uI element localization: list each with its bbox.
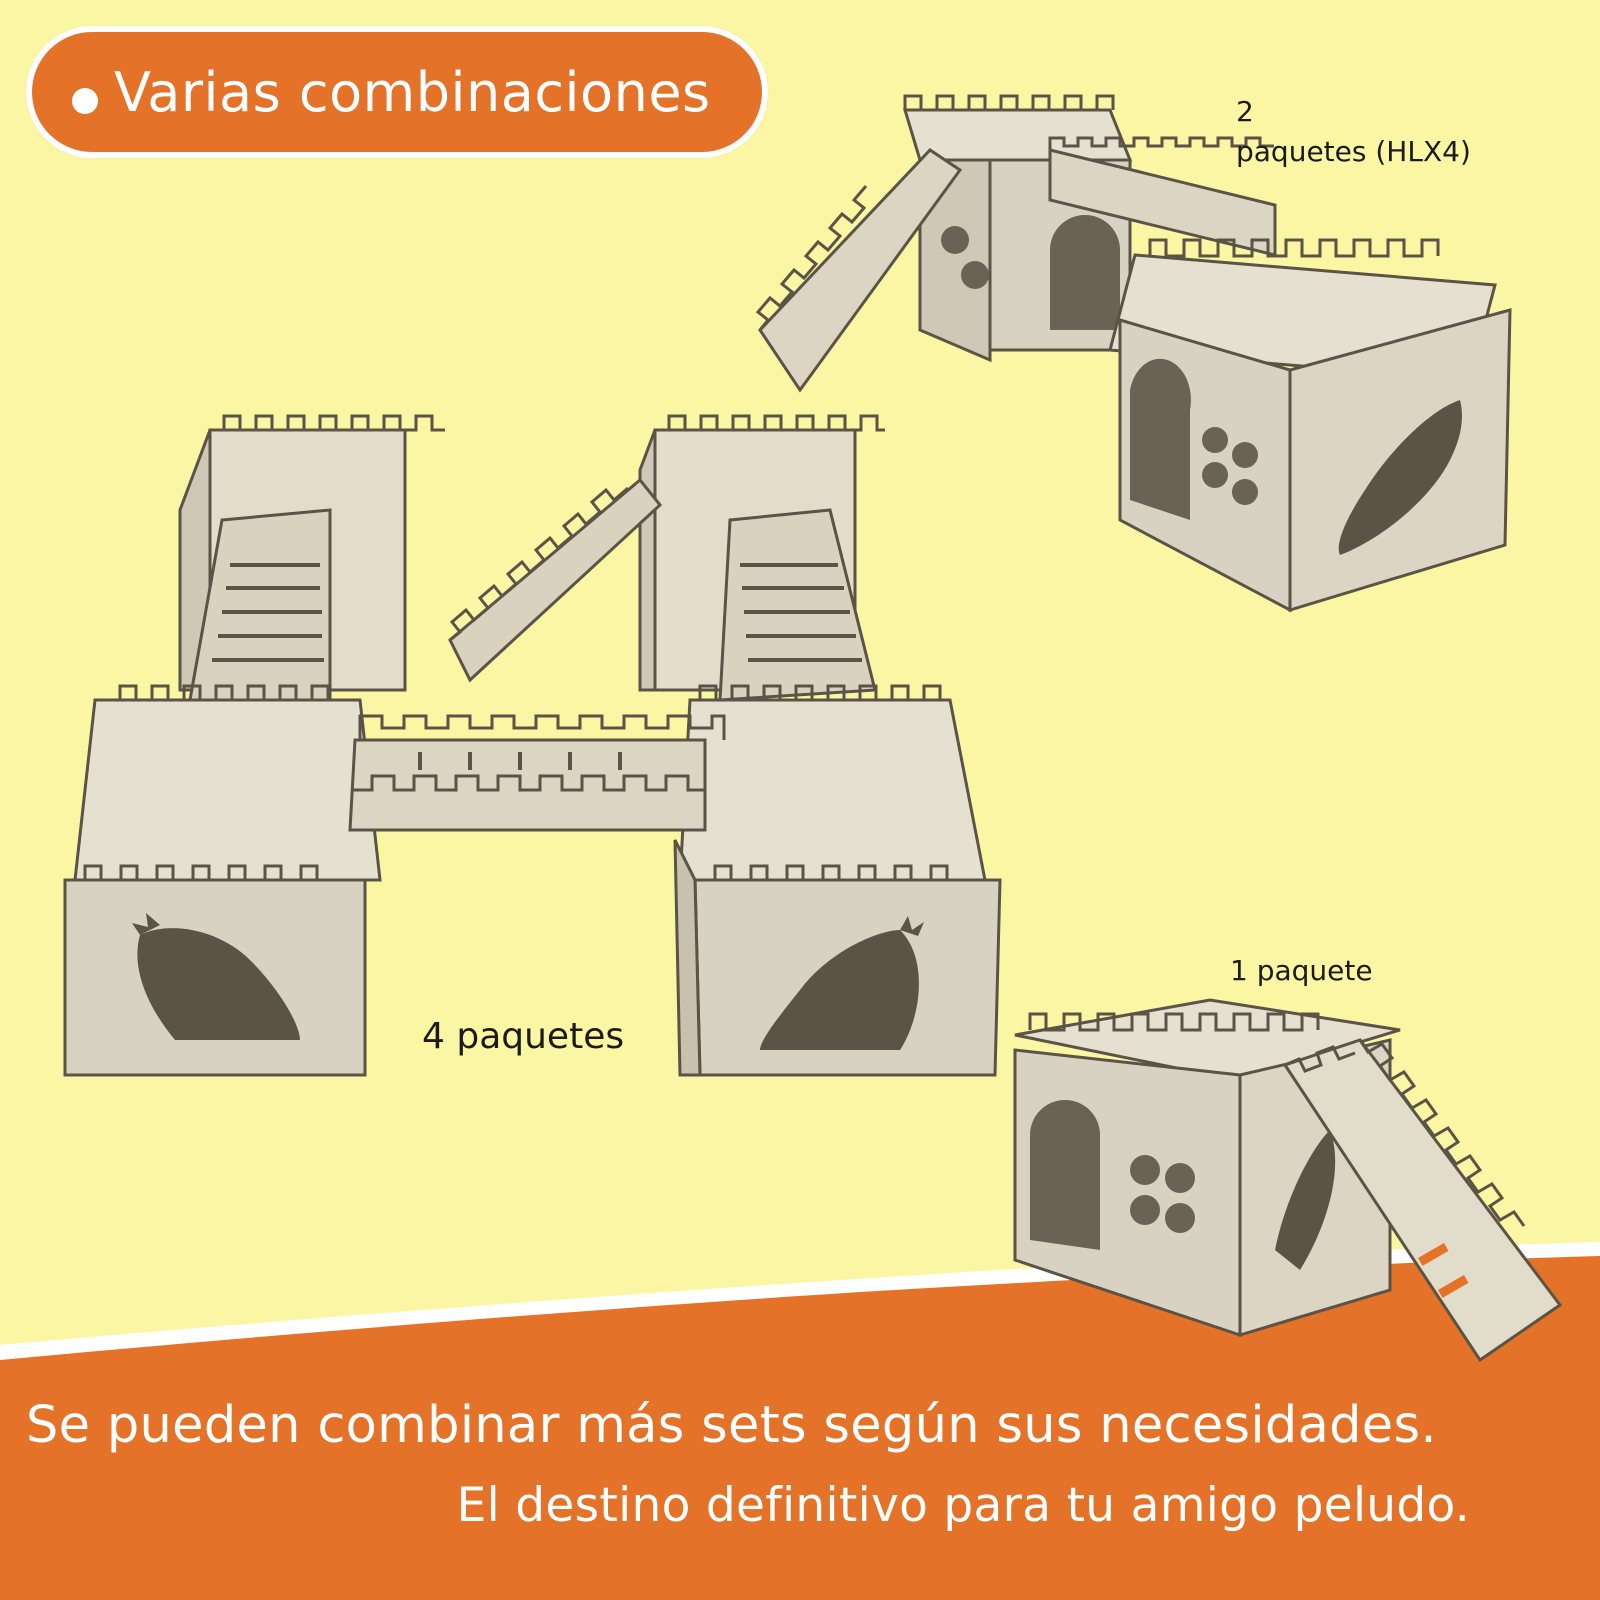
lower-house [1108,238,1512,613]
footer-caption-line1: Se pueden combinar más sets según sus ne… [26,1396,1437,1455]
back-right-house [638,414,885,702]
header-badge-text: Varias combinaciones [114,60,711,124]
two-packs-label: 2 paquetes (HLX4) [1236,92,1536,172]
back-left-house [178,414,445,702]
carrot-cutout [137,928,300,1040]
carrot-cutout [1275,1130,1336,1270]
carrot-cutout [1338,400,1462,555]
carrot-cutout [760,930,919,1050]
ramp-piece [448,477,663,683]
two-packs-text: paquetes (HLX4) [1236,135,1471,168]
single-house [1013,998,1401,1338]
two-packs-count: 2 [1236,95,1254,128]
bridge-piece [348,714,726,832]
header-badge: Varias combinaciones [26,26,768,158]
four-packs-label: 4 paquetes [422,1016,625,1057]
front-left-house [63,684,382,1077]
single-ramp [1282,1038,1563,1363]
upper-ramp [755,148,963,393]
bullet-icon [72,88,98,114]
front-right-house [673,684,1002,1077]
footer-caption-line2: El destino definitivo para tu amigo pelu… [456,1478,1470,1533]
one-pack-label: 1 paquete [1230,954,1373,987]
